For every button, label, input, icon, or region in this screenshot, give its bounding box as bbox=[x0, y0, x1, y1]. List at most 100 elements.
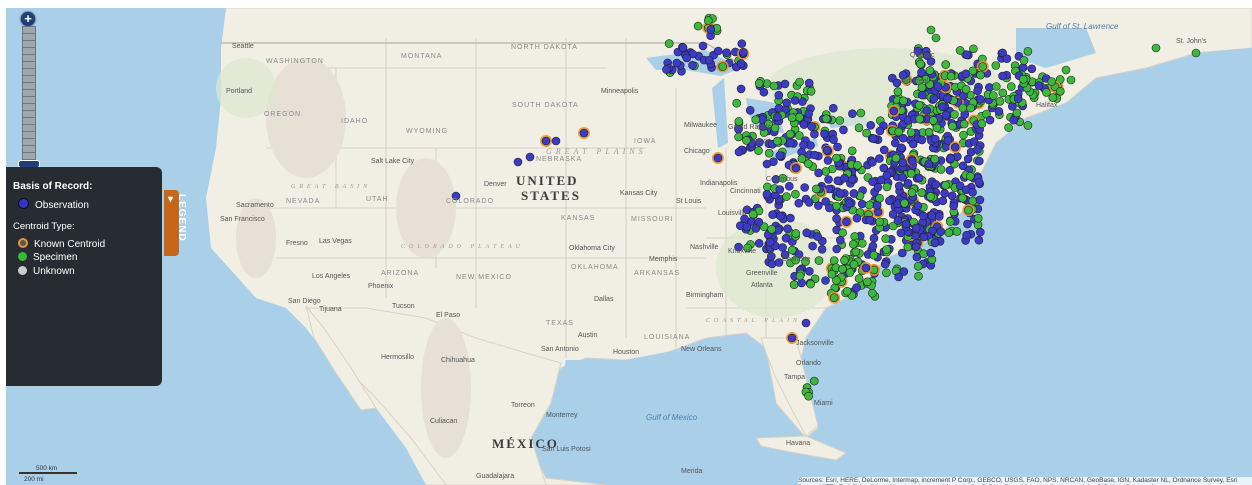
specimen-point bbox=[794, 131, 804, 140]
specimen-point bbox=[941, 60, 951, 69]
observation-point bbox=[775, 151, 785, 160]
legend-item-label: Specimen bbox=[33, 252, 78, 263]
label-guadalajara: Guadalajara bbox=[476, 473, 515, 480]
observation-point bbox=[842, 217, 851, 226]
observation-point bbox=[762, 189, 772, 199]
specimen-point bbox=[930, 154, 940, 164]
specimen-point bbox=[926, 192, 935, 201]
observation-point bbox=[678, 43, 688, 53]
observation-point bbox=[722, 48, 731, 58]
observation-point bbox=[933, 82, 943, 91]
observation-point bbox=[844, 199, 854, 208]
specimen-point bbox=[787, 113, 797, 123]
specimen-point bbox=[806, 87, 816, 96]
specimen-point bbox=[882, 268, 891, 278]
observation-point bbox=[807, 122, 816, 131]
observation-point bbox=[797, 278, 806, 288]
observation-point bbox=[824, 175, 833, 184]
legend-item-observation: Observation bbox=[18, 198, 89, 211]
specimen-point bbox=[754, 146, 763, 155]
label-nashville: Nashville bbox=[690, 244, 719, 251]
observation-point bbox=[950, 142, 960, 152]
observation-point bbox=[919, 211, 928, 221]
label-san-antonio: San Antonio bbox=[541, 346, 579, 353]
observation-point bbox=[824, 203, 834, 213]
specimen-point bbox=[900, 199, 909, 208]
observation-point bbox=[974, 156, 984, 166]
observation-point bbox=[885, 196, 894, 206]
occurrence-points bbox=[451, 13, 1201, 401]
label-havana: Havana bbox=[786, 440, 811, 447]
label-kansas-city: Kansas City bbox=[620, 190, 658, 197]
observation-point bbox=[929, 94, 939, 103]
label-orlando: Orlando bbox=[796, 360, 821, 367]
known-centroid-ring-icon bbox=[18, 238, 28, 248]
map-canvas[interactable]: UNITED STATES MÉXICO NORTH DAKOTA SOUTH … bbox=[6, 8, 1252, 485]
observation-point bbox=[908, 139, 918, 149]
observation-point bbox=[698, 41, 708, 51]
specimen-point bbox=[1061, 65, 1071, 75]
specimen-point bbox=[769, 81, 779, 91]
label-washington: WASHINGTON bbox=[266, 58, 324, 65]
specimen-point bbox=[914, 100, 924, 110]
specimen-point bbox=[948, 121, 957, 131]
observation-point bbox=[541, 136, 551, 146]
specimen-point bbox=[703, 16, 713, 25]
observation-point bbox=[927, 211, 937, 220]
specimen-point bbox=[941, 180, 950, 190]
specimen-point bbox=[856, 108, 866, 118]
centroid-type-title: Centroid Type: bbox=[13, 221, 75, 232]
observation-point bbox=[926, 248, 936, 258]
observation-point bbox=[898, 173, 907, 182]
observation-point bbox=[857, 199, 867, 209]
observation-point bbox=[736, 84, 746, 94]
specimen-point bbox=[853, 161, 862, 170]
label-north-dakota: NORTH DAKOTA bbox=[511, 44, 578, 51]
zoom-track[interactable] bbox=[22, 26, 36, 162]
observation-point bbox=[808, 241, 817, 251]
specimen-point bbox=[899, 96, 908, 106]
specimen-point bbox=[857, 239, 867, 248]
specimen-point bbox=[806, 279, 815, 289]
specimen-point bbox=[664, 39, 674, 48]
label-chicago: Chicago bbox=[684, 148, 710, 155]
observation-point bbox=[822, 145, 832, 155]
label-los-angeles: Los Angeles bbox=[312, 273, 351, 280]
zoom-in-button[interactable]: + bbox=[21, 12, 35, 26]
observation-point bbox=[903, 179, 913, 188]
observation-point bbox=[985, 115, 995, 125]
observation-point bbox=[898, 133, 908, 143]
specimen-point bbox=[894, 127, 904, 137]
observation-point bbox=[1018, 63, 1028, 72]
zoom-slider[interactable]: + bbox=[18, 12, 40, 170]
specimen-point bbox=[988, 91, 998, 100]
specimen-point bbox=[991, 82, 1001, 91]
label-louisiana: LOUISIANA bbox=[644, 334, 691, 341]
specimen-point bbox=[1047, 77, 1056, 86]
observation-point bbox=[943, 94, 952, 103]
specimen-point bbox=[995, 97, 1005, 106]
specimen-point bbox=[915, 114, 925, 124]
observation-point bbox=[922, 106, 932, 115]
label-austin: Austin bbox=[578, 332, 598, 339]
specimen-point bbox=[814, 256, 824, 265]
observation-point bbox=[801, 318, 811, 328]
observation-point bbox=[875, 154, 884, 163]
label-charlotte: Charlotte bbox=[782, 256, 811, 263]
observation-point bbox=[945, 166, 955, 175]
label-new-mexico: NEW MEXICO bbox=[456, 274, 512, 281]
observation-point bbox=[917, 135, 927, 145]
observation-point bbox=[946, 154, 956, 163]
label-halifax: Halifax bbox=[1036, 102, 1058, 109]
label-nevada: NEVADA bbox=[286, 198, 321, 205]
label-montreal: Montreal bbox=[901, 78, 929, 85]
specimen-point bbox=[845, 268, 855, 277]
specimen-point bbox=[832, 153, 841, 163]
observation-point bbox=[868, 134, 878, 143]
legend-toggle-tab[interactable]: LEGEND ▾ bbox=[164, 190, 187, 256]
specimen-point bbox=[903, 242, 913, 252]
specimen-point bbox=[789, 280, 799, 290]
observation-point bbox=[713, 153, 723, 163]
observation-point bbox=[840, 173, 849, 183]
observation-point bbox=[974, 178, 984, 187]
